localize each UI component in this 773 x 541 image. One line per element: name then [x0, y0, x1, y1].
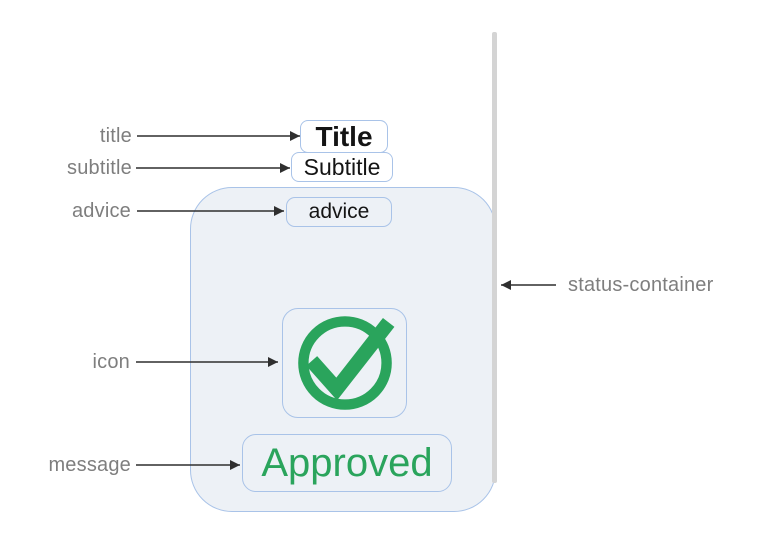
check-circle-icon — [297, 316, 394, 410]
advice-text: advice — [308, 200, 370, 223]
annotation-label-icon: icon — [92, 351, 130, 373]
annotation-label-message: message — [48, 454, 131, 476]
message-box: Approved — [242, 434, 452, 492]
status-container-box — [190, 187, 496, 512]
annotation-label-subtitle: subtitle — [67, 157, 132, 179]
message-text: Approved — [261, 440, 433, 485]
title-box: Title — [300, 120, 388, 153]
subtitle-text: Subtitle — [303, 153, 381, 180]
annotation-label-title: title — [99, 125, 132, 147]
title-text: Title — [315, 120, 373, 152]
icon-box — [282, 308, 407, 418]
subtitle-box: Subtitle — [291, 152, 393, 182]
advice-box: advice — [286, 197, 392, 227]
vertical-gray-line — [492, 32, 497, 483]
annotation-label-advice: advice — [71, 200, 131, 222]
annotation-label-status-container: status-container — [568, 274, 714, 296]
